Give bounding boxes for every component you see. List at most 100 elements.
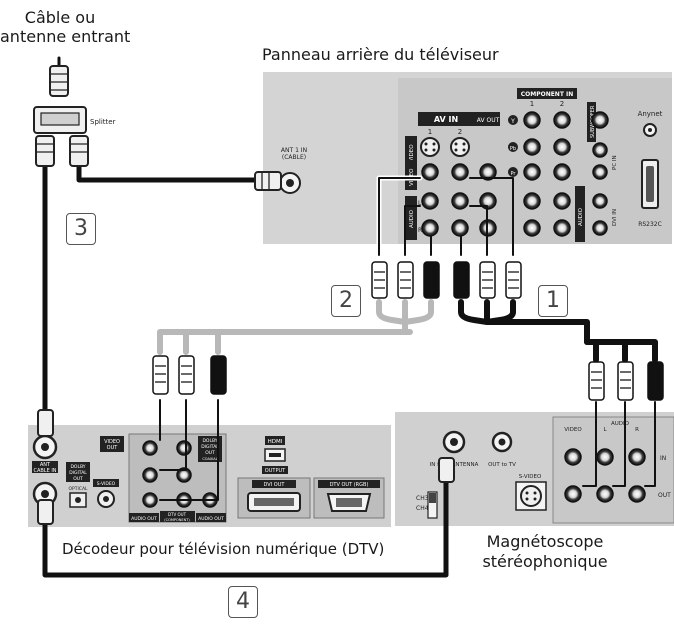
- tv-audio-label: AUDIO: [409, 209, 415, 228]
- tv-comp-pb-jack-2[interactable]: [553, 138, 571, 156]
- vcr-r-label: R: [635, 427, 639, 433]
- tv-comp-pb-tag: [508, 142, 518, 152]
- tv-comp-audio-l-jack-1[interactable]: [523, 192, 541, 210]
- vcr-video-out-jack[interactable]: [564, 485, 582, 503]
- cable-1-bundle-join: [484, 299, 516, 325]
- dtv-comp-y-jack[interactable]: [176, 440, 192, 456]
- dtv-component-out-label-2: (COMPONENT): [164, 518, 190, 522]
- rca-plugs-vcr: [588, 361, 664, 401]
- dtv-box-caption: Décodeur pour télévision numérique (DTV): [62, 540, 385, 558]
- cable-1-bundle: [458, 299, 590, 345]
- vcr-svideo-jack[interactable]: [520, 485, 542, 507]
- dtv-audio-out-2-label: AUDIO OUT: [198, 516, 224, 522]
- tv-subwoofer-jack[interactable]: [591, 111, 609, 129]
- tv-ant-in-pin: [286, 179, 294, 187]
- rca-plug-video: [152, 355, 169, 395]
- tv-dvi-audio-r-jack[interactable]: [592, 220, 608, 236]
- dtv-comp-pb-jack[interactable]: [176, 467, 192, 483]
- dtv-dolby-tag: [66, 462, 90, 482]
- rca-plugs-tv: [371, 261, 522, 299]
- step-badge-4: 4: [228, 586, 258, 618]
- dtv-audio-out-2-tag: [196, 513, 226, 522]
- vcr-coax-connector: [438, 457, 455, 483]
- dtv-dolby-label-2: DIGITAL: [69, 470, 87, 476]
- tv-svideo-pin: [454, 142, 458, 146]
- vcr-audio-l-out-jack[interactable]: [596, 485, 614, 503]
- dtv-output-tag: [262, 466, 288, 474]
- tv-svideo-pin: [454, 148, 458, 152]
- tv-comp-pr-jack-1[interactable]: [523, 163, 541, 181]
- splitter-out-connector-1: [35, 135, 55, 167]
- tv-video-jack-2[interactable]: [451, 163, 469, 181]
- cable-1-drop-audio-r: [644, 401, 656, 487]
- dtv-ant-pin-2: [41, 490, 49, 498]
- tv-dvi-in-label: DVI IN: [612, 209, 618, 226]
- tv-panel-caption: Panneau arrière du téléviseur: [262, 45, 499, 64]
- vcr-audio-r-in-jack[interactable]: [628, 448, 646, 466]
- rca-plug-white: [178, 355, 195, 395]
- tv-comp-y-jack-2[interactable]: [553, 111, 571, 129]
- vcr-l-label: L: [603, 427, 607, 433]
- tv-comp-audio-r-jack-2[interactable]: [553, 219, 571, 237]
- rca-plug-red: [453, 261, 470, 299]
- tv-comp-y-tag: [508, 115, 518, 125]
- dtv-audio-r-jack[interactable]: [142, 492, 158, 508]
- coax-connector-ribs: [50, 73, 68, 91]
- cable-1-video-wire: [469, 177, 514, 256]
- tv-av-in-label: AV IN: [434, 115, 458, 124]
- tv-dvi-audio-l-jack[interactable]: [592, 193, 608, 209]
- coax-connector-ribs: [36, 143, 88, 153]
- rca-plug-white: [617, 361, 634, 401]
- dtv-hdmi-slot: [269, 453, 281, 457]
- dtv-video-out-jack[interactable]: [142, 440, 158, 456]
- tv-pc-audio-l-jack[interactable]: [592, 142, 608, 158]
- dtv-dvi-pins: [254, 498, 294, 506]
- tv-video-tag: [405, 160, 417, 190]
- vcr-channel-switch[interactable]: [427, 491, 438, 519]
- cable-dtv-to-vcr: [42, 475, 449, 578]
- vcr-av-area: [552, 416, 674, 524]
- tv-jack-area: [398, 78, 672, 244]
- vcr-video-in-jack[interactable]: [564, 448, 582, 466]
- tv-comp-pb-label: Pb: [510, 146, 516, 152]
- tv-comp-audio-tag: [575, 186, 585, 242]
- tv-comp-audio-l-jack-2[interactable]: [553, 192, 571, 210]
- vcr-out-to-tv-label: OUT to TV: [488, 462, 516, 468]
- tv-audio-r-jack-1[interactable]: [421, 219, 439, 237]
- tv-audio-l-jack-2[interactable]: [451, 192, 469, 210]
- tv-comp-audio-r-jack-1[interactable]: [523, 219, 541, 237]
- cable-2-drop-audio-r: [159, 399, 219, 501]
- cable-2-bundle: [157, 299, 413, 355]
- vcr-in-label: IN: [660, 455, 666, 462]
- tv-svideo-jack-2[interactable]: [450, 137, 470, 157]
- tv-video-jack-1[interactable]: [421, 163, 439, 181]
- dtv-video-out-label-1: VIDEO: [104, 439, 120, 445]
- vcr-svideo-pin: [525, 491, 529, 495]
- tv-audio-r-jack-2[interactable]: [451, 219, 469, 237]
- tv-comp-pb-jack-1[interactable]: [523, 138, 541, 156]
- dtv-coaxial-label-1: DOLBY: [202, 438, 217, 444]
- dtv-ant-pin-1: [41, 443, 49, 451]
- vcr-audio-l-in-jack[interactable]: [596, 448, 614, 466]
- tv-svideo-jack-1[interactable]: [420, 137, 440, 157]
- tv-component-label: COMPONENT IN: [521, 91, 574, 98]
- tv-comp-pr-jack-2[interactable]: [553, 163, 571, 181]
- tv-video-out-jack[interactable]: [479, 163, 497, 181]
- cable-2-video-wire: [378, 177, 421, 256]
- dtv-component-out-label-1: DTV OUT: [168, 512, 187, 517]
- vcr-audio-r-out-jack[interactable]: [628, 485, 646, 503]
- dtv-audio-l-jack[interactable]: [142, 467, 158, 483]
- dtv-coaxial-label-2: DIGITAL: [201, 444, 219, 450]
- tv-pc-audio-r-jack[interactable]: [592, 164, 608, 180]
- tv-av-col-1: 1: [428, 128, 432, 136]
- rca-plug-video: [588, 361, 605, 401]
- tv-audio-l-jack-1[interactable]: [421, 192, 439, 210]
- tv-comp-y-jack-1[interactable]: [523, 111, 541, 129]
- dtv-ant-label: ANT: [40, 462, 51, 468]
- vcr-out-to-tv-pin: [498, 438, 506, 446]
- vcr-antenna-in-pin: [450, 438, 458, 446]
- tv-component-col-1: 1: [530, 100, 534, 108]
- source-caption-line-2: antenne entrant: [0, 27, 131, 46]
- dtv-optical-label: OPTICAL: [68, 486, 88, 492]
